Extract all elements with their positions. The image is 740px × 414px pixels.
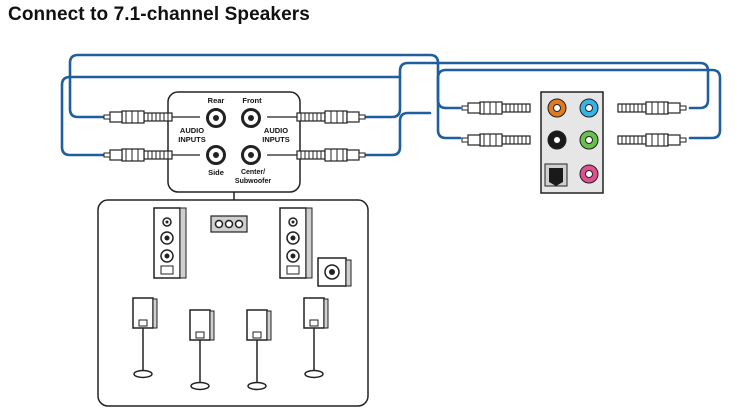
rca-plug-icon bbox=[104, 111, 172, 123]
rca-plug-icon bbox=[104, 149, 172, 161]
rca-plug-icon bbox=[296, 110, 366, 124]
rca-plug-icon bbox=[296, 148, 366, 162]
page-title: Connect to 7.1-channel Speakers bbox=[8, 4, 310, 25]
rca-plug-icon bbox=[617, 133, 687, 147]
cable-rear bbox=[68, 53, 462, 140]
cable-center-2 bbox=[436, 68, 722, 140]
rca-plug-icon bbox=[617, 101, 687, 115]
amplifier-module-icon bbox=[210, 215, 248, 233]
audio-inputs-left-line2: INPUTS bbox=[178, 135, 206, 144]
audio-inputs-right-line2: INPUTS bbox=[262, 135, 290, 144]
cable-front bbox=[364, 61, 710, 119]
subwoofer-icon bbox=[317, 257, 352, 287]
amplifier-panel: Rear Front Side Center/ Subwoofer AUDIO … bbox=[167, 91, 301, 200]
rca-plug-icon bbox=[462, 134, 530, 146]
center-label-line1: Center/ bbox=[241, 169, 265, 176]
audio-inputs-right-line1: AUDIO bbox=[264, 126, 288, 135]
cables bbox=[60, 53, 722, 157]
center-label-line2: Subwoofer bbox=[235, 178, 271, 185]
rear-label: Rear bbox=[208, 96, 225, 105]
speakers-panel bbox=[97, 199, 369, 407]
rca-plug-icon bbox=[462, 102, 530, 114]
cable-center bbox=[364, 111, 432, 157]
cable-side bbox=[60, 75, 402, 157]
audio-inputs-left-line1: AUDIO bbox=[180, 126, 204, 135]
tower-speaker-icon bbox=[153, 207, 187, 279]
front-label: Front bbox=[242, 96, 262, 105]
tower-speaker-icon bbox=[279, 207, 313, 279]
pc-audio-panel bbox=[540, 91, 604, 194]
side-label: Side bbox=[208, 168, 224, 177]
